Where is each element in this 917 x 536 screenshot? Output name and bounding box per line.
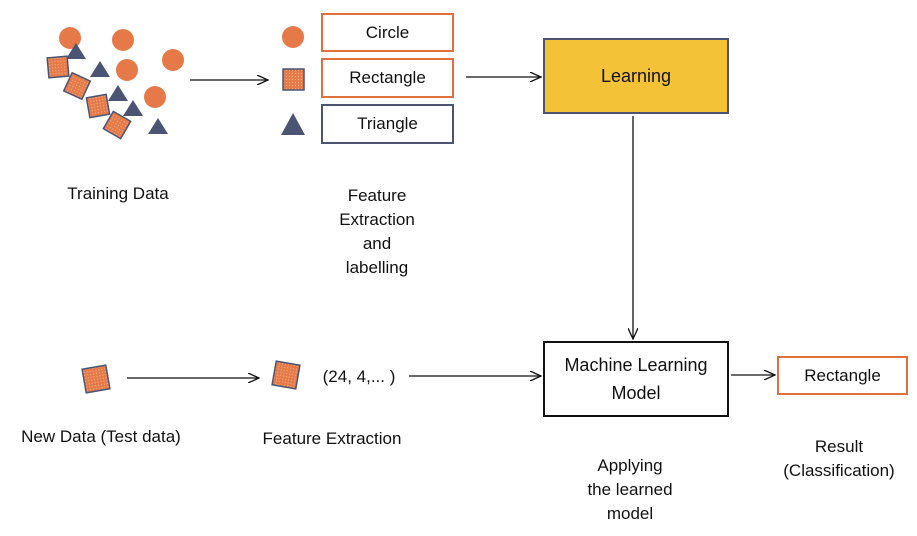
feature-square-icon xyxy=(282,68,305,91)
training-data-cluster xyxy=(46,27,184,140)
training-circle-icon xyxy=(144,86,166,108)
training-data-label: Training Data xyxy=(67,184,169,203)
new-data-label: New Data (Test data) xyxy=(21,427,181,446)
feature-circle-icon xyxy=(282,26,304,48)
training-square-icon xyxy=(102,110,132,140)
new-data-caption: New Data (Test data) xyxy=(6,425,196,449)
caption-line: and xyxy=(362,234,392,253)
feature-extraction-labelling-caption: Feature Extraction and labelling xyxy=(316,184,438,280)
extracted-square-icon xyxy=(271,360,301,390)
caption-line: Applying xyxy=(597,456,663,475)
circle-label: Circle xyxy=(365,22,410,42)
training-square-icon xyxy=(46,55,70,79)
learning-label: Learning xyxy=(600,65,672,86)
feature-vector-text: (24, 4,... ) xyxy=(322,367,396,386)
caption-line: Result xyxy=(814,437,864,456)
feature-triangle-icon xyxy=(281,113,305,135)
learning-box: Learning xyxy=(543,38,729,114)
rectangle-label: Rectangle xyxy=(349,68,426,87)
caption-line: the learned xyxy=(587,480,673,499)
training-triangle-icon xyxy=(148,118,168,134)
training-triangle-icon xyxy=(66,43,86,59)
training-data-caption: Training Data xyxy=(40,182,196,206)
result-caption: Result (Classification) xyxy=(772,435,906,483)
caption-line: Extraction xyxy=(339,210,415,229)
feature-extraction-caption: Feature Extraction xyxy=(246,427,418,451)
result-value: Rectangle xyxy=(804,365,881,385)
caption-line: labelling xyxy=(345,258,409,277)
result-box: Rectangle xyxy=(777,356,908,395)
ml-model-box: Machine Learning Model xyxy=(543,341,729,417)
training-circle-icon xyxy=(116,59,138,81)
training-circle-icon xyxy=(59,27,81,49)
feature-extraction-label: Feature Extraction xyxy=(262,429,402,448)
rectangle-label-box: Rectangle xyxy=(321,58,454,98)
triangle-label: Triangle xyxy=(357,114,418,133)
caption-line: Feature xyxy=(347,186,407,205)
circle-label-box: Circle xyxy=(321,13,454,52)
ml-model-label-line1: Machine Learning xyxy=(564,355,708,375)
caption-line: model xyxy=(606,504,654,523)
training-circle-icon xyxy=(112,29,134,51)
ml-model-label-line2: Model xyxy=(611,383,661,403)
training-circle-icon xyxy=(162,49,184,71)
training-triangle-icon xyxy=(90,61,110,77)
training-triangle-icon xyxy=(108,85,128,101)
applying-model-caption: Applying the learned model xyxy=(566,454,694,526)
feature-vector: (24, 4,... ) xyxy=(314,365,404,389)
training-square-icon xyxy=(62,71,92,101)
caption-line: (Classification) xyxy=(783,461,895,480)
new-data-square-icon xyxy=(81,364,111,394)
training-square-icon xyxy=(85,93,111,119)
triangle-label-box: Triangle xyxy=(321,104,454,144)
training-triangle-icon xyxy=(123,100,143,116)
